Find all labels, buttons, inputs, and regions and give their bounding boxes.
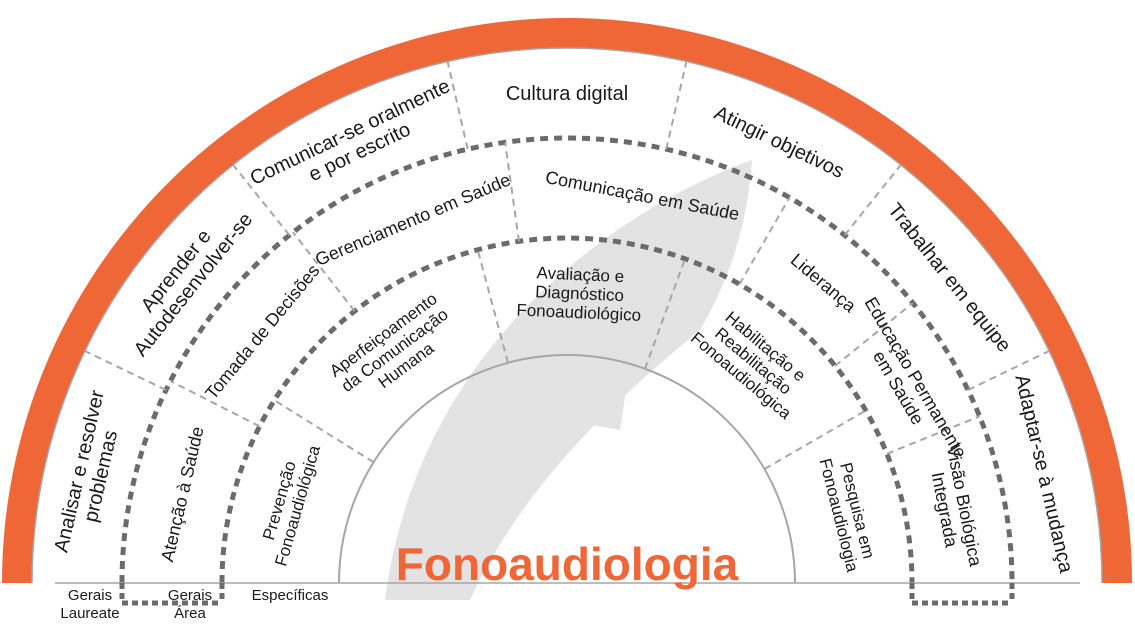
legend-gerais-area-line: Gerais bbox=[168, 587, 212, 604]
middle-separator bbox=[170, 380, 261, 428]
label-lideranca-line: Liderança bbox=[787, 250, 861, 317]
inner-separator bbox=[644, 258, 686, 370]
label-tomada: Tomada de Decisões bbox=[201, 261, 323, 403]
label-avaliacao-line: Diagnóstico bbox=[535, 282, 625, 305]
legend-especificas: Específicas bbox=[252, 587, 329, 604]
segment-separators bbox=[84, 61, 1050, 470]
label-avaliacao-line: Avaliação e bbox=[536, 263, 624, 286]
middle-separator bbox=[834, 302, 914, 367]
outer-ring-inner-edge bbox=[31, 47, 1103, 584]
legend-especificas-line: Específicas bbox=[252, 587, 329, 604]
inner-separator bbox=[763, 409, 867, 470]
core-arc bbox=[338, 354, 796, 584]
label-tomada-line: Tomada de Decisões bbox=[201, 261, 323, 403]
inner-separator bbox=[273, 399, 375, 464]
outer-separator bbox=[446, 61, 469, 150]
legend-gerais-laureate-line: Laureate bbox=[60, 605, 119, 622]
label-cultura: Cultura digital bbox=[506, 83, 628, 105]
label-gerenciamento-line: Gerenciamento em Saúde bbox=[312, 169, 513, 270]
label-adaptar-line: Adaptar-se à mudança bbox=[1010, 373, 1077, 576]
dashed-ring-middle bbox=[119, 135, 1015, 584]
middle-separator bbox=[504, 142, 520, 242]
label-atencao-line: Atenção à Saúde bbox=[157, 425, 208, 564]
dashed-ring-inner bbox=[219, 235, 915, 584]
outer-separator bbox=[843, 164, 902, 236]
middle-separator bbox=[738, 197, 791, 285]
label-lideranca: Liderança bbox=[787, 250, 861, 317]
middle-separator bbox=[886, 415, 980, 455]
legend-gerais-area-line: Área bbox=[174, 605, 206, 622]
outer-separator bbox=[232, 164, 291, 236]
outer-separator bbox=[665, 61, 688, 150]
diagram-title: Fonoaudiologia bbox=[396, 538, 739, 590]
label-cultura-line: Cultura digital bbox=[506, 83, 628, 105]
inner-separator bbox=[476, 249, 509, 364]
leaf-watermark-stem-icon bbox=[560, 300, 640, 430]
outer-separator bbox=[84, 350, 167, 391]
legend-gerais-laureate-line: Gerais bbox=[68, 587, 112, 604]
label-gerenciamento: Gerenciamento em Saúde bbox=[312, 169, 513, 270]
label-atencao: Atenção à Saúde bbox=[157, 425, 208, 564]
middle-separator bbox=[292, 231, 356, 312]
outer-separator bbox=[967, 350, 1050, 391]
label-adaptar: Adaptar-se à mudança bbox=[1010, 373, 1077, 576]
legend-connectors bbox=[119, 583, 1015, 606]
